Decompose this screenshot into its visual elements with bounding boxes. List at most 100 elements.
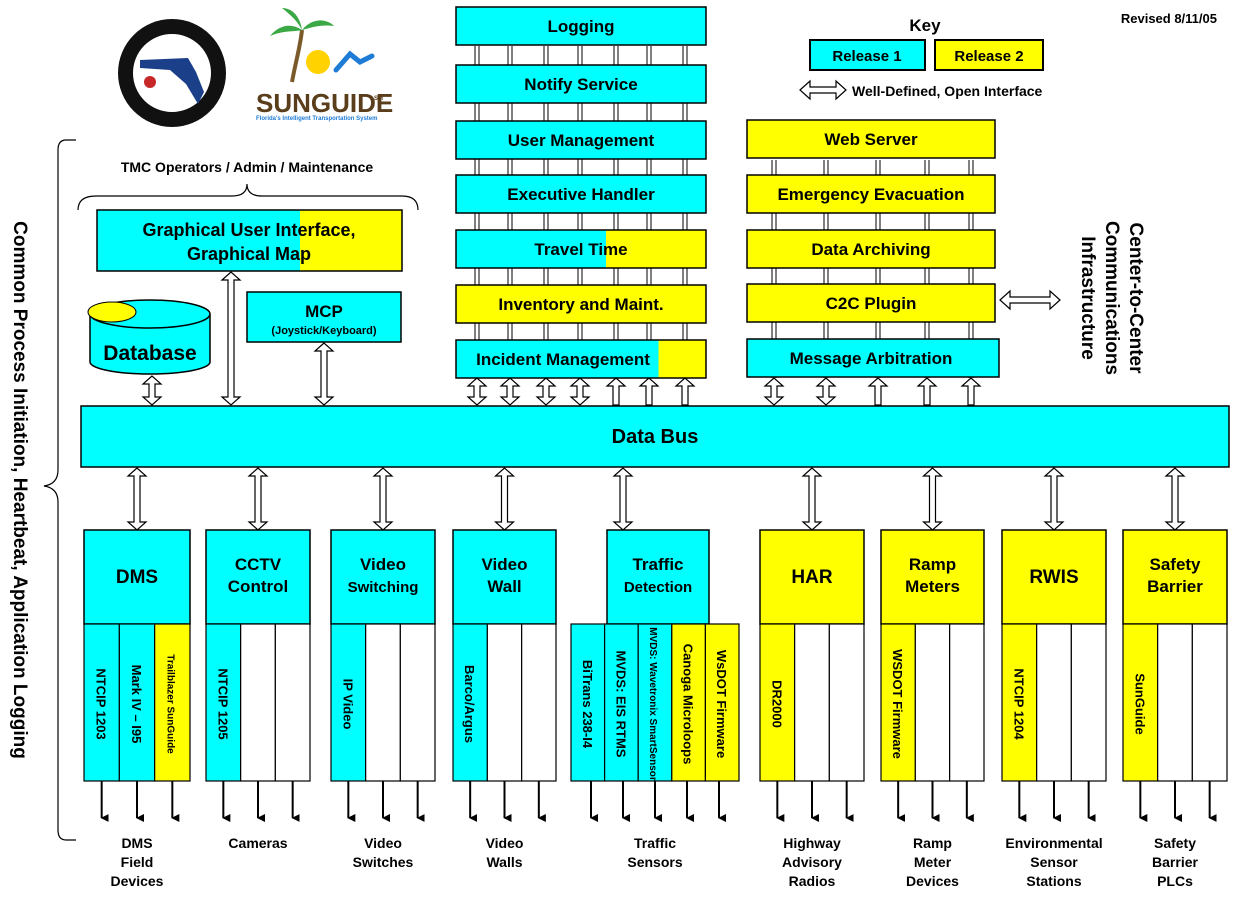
stack-bus-arrow xyxy=(605,377,627,406)
driver-column xyxy=(452,623,488,782)
gui-title-line1: Graphical User Interface, xyxy=(142,220,355,240)
data-bus-label: Data Bus xyxy=(612,426,699,448)
driver-label: Canoga Microloops xyxy=(681,644,696,765)
service-box-outline xyxy=(455,64,707,104)
service-box-emergency-evacuation: Emergency Evacuation xyxy=(746,174,996,214)
stack-bus-arrow xyxy=(960,377,982,406)
subsystem-header xyxy=(330,529,436,625)
service-box-outline xyxy=(746,283,996,323)
legend-release1-swatch xyxy=(809,39,926,71)
service-box-data-archiving: Data Archiving xyxy=(746,229,996,269)
output-label: Radios xyxy=(789,873,836,889)
legend-release2-swatch xyxy=(934,39,1044,71)
gui-bus-arrow xyxy=(220,271,242,406)
service-box-outline xyxy=(746,174,996,214)
service-label: C2C Plugin xyxy=(826,294,917,313)
service-box-executive-handler: Executive Handler xyxy=(455,174,707,214)
service-label: Executive Handler xyxy=(507,185,655,204)
legend-release2-label: Release 2 xyxy=(954,48,1023,65)
output-label: Walls xyxy=(486,854,522,870)
output-label: Meter xyxy=(914,854,952,870)
driver-label: Trailblazer SunGuide xyxy=(164,654,175,754)
driver-column xyxy=(914,623,951,782)
driver-label: IP Video xyxy=(340,679,355,730)
driver-label: NTCIP 1205 xyxy=(215,668,230,739)
service-label: Travel Time xyxy=(534,240,627,259)
release-fill xyxy=(456,7,706,45)
driver-column xyxy=(205,623,242,782)
bus-link-arrow xyxy=(493,467,516,531)
service-label: Inventory and Maint. xyxy=(498,295,663,314)
mcp-bus-arrow xyxy=(313,342,335,406)
output-label: Devices xyxy=(111,873,164,889)
service-label: Notify Service xyxy=(524,75,637,94)
sunguide-service-mark: SM xyxy=(374,96,383,102)
fdot-seal-logo xyxy=(118,19,226,127)
bus-link-arrow xyxy=(612,467,634,531)
driver-column xyxy=(603,623,639,782)
stack-bus-arrow xyxy=(674,377,696,406)
common-process-label: Common Process Initiation, Heartbeat, Ap… xyxy=(9,221,30,759)
bus-link-arrow xyxy=(1164,467,1186,531)
operators-brace xyxy=(77,183,419,211)
subsystem-header xyxy=(205,529,311,625)
bus-link-arrow xyxy=(801,467,823,531)
service-box-outline xyxy=(455,229,707,269)
driver-column xyxy=(704,623,740,782)
driver-column xyxy=(570,623,606,782)
subsystem-title: Barrier xyxy=(1147,577,1203,596)
release-fill xyxy=(456,285,706,323)
legend: Key Release 1 Release 2 Well-Defined, Op… xyxy=(799,16,1044,101)
release-fill xyxy=(658,340,706,378)
driver-column xyxy=(880,623,916,782)
output-label: DMS xyxy=(121,835,152,851)
release-fill xyxy=(456,121,706,159)
driver-column xyxy=(365,623,401,782)
svg-text:Infrastructure: Infrastructure xyxy=(1077,236,1098,360)
database-label: Database xyxy=(103,342,196,365)
service-box-outline xyxy=(455,174,707,214)
driver-label: NTCIP 1203 xyxy=(94,668,109,739)
subsystem-title: Wall xyxy=(487,577,521,596)
subsystem-header xyxy=(880,529,985,625)
service-label: Web Server xyxy=(824,130,918,149)
driver-label: DR2000 xyxy=(769,680,784,728)
service-box-message-arbitration: Message Arbitration xyxy=(746,338,1000,378)
output-label: Cameras xyxy=(228,835,287,851)
output-label: Video xyxy=(364,835,402,851)
output-label: Sensor xyxy=(1030,854,1078,870)
stack-bus-arrow xyxy=(535,377,557,406)
subsystem-title: HAR xyxy=(791,567,832,588)
driver-label: WSDOT Firmware xyxy=(890,649,905,759)
legend-title: Key xyxy=(909,16,941,35)
stack-bus-arrow xyxy=(569,377,591,406)
bus-link-arrow xyxy=(1043,467,1065,531)
output-label: Stations xyxy=(1026,873,1081,889)
svg-text:Communications: Communications xyxy=(1101,221,1122,375)
mcp-title: MCP xyxy=(305,302,343,321)
driver-column xyxy=(1036,623,1072,782)
driver-label: SunGuide xyxy=(1132,673,1147,734)
mcp-subtitle: (Joystick/Keyboard) xyxy=(271,325,376,337)
driver-label: NTCIP 1204 xyxy=(1011,668,1026,740)
driver-column xyxy=(521,623,557,782)
service-box-outline xyxy=(746,229,996,269)
driver-column xyxy=(671,623,706,782)
service-box-c2c-plugin: C2C Plugin xyxy=(746,283,996,323)
output-label: Ramp xyxy=(913,835,952,851)
service-box-outline xyxy=(455,284,707,324)
release-fill xyxy=(456,340,659,378)
bus-link-arrow xyxy=(372,467,394,531)
output-label: PLCs xyxy=(1157,873,1193,889)
legend-interface-arrow xyxy=(799,79,847,101)
driver-column xyxy=(274,623,311,782)
driver-label: BiTrans 238-I4 xyxy=(580,660,595,749)
subsystem-title: DMS xyxy=(116,567,158,588)
service-box-outline xyxy=(455,339,707,379)
subsystem-title: Switching xyxy=(348,579,419,596)
